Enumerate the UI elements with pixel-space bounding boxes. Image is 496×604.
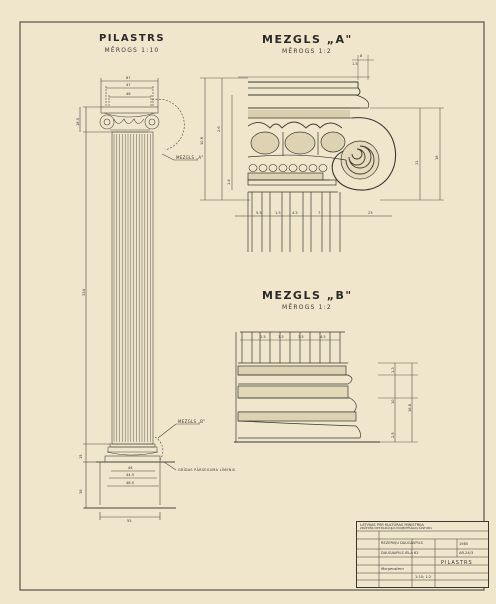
egg-3 [320,131,346,153]
pilaster-shaft [111,131,154,445]
dim-a-bottom-d: 7 [318,211,321,215]
dim-a-bottom-c: 4.5 [292,211,298,215]
dim-a-bottom-a: 5.5 [256,211,262,215]
dim-base-w1: 44 [128,466,133,470]
dim-pedestal-height: 36 [79,489,83,494]
dim-a-top-b: 1.5 [352,62,358,66]
dim-cap-mid-width: 47 [126,83,131,87]
tb-drawing: PILASTRS [441,560,473,566]
callout-a-label: MEZGLS „A" [176,155,204,160]
tb-scale: 1:10; 1:2 [415,575,432,579]
detail-a-scale: MĒROGS 1:2 [282,48,332,55]
dim-capital-height: 18.5 [76,117,80,126]
dim-a-left-total: 10.8 [200,136,204,145]
tb-author: Morgenstern [381,567,404,571]
dim-b-top-a: 2.5 [260,335,266,339]
shaft-flutes [113,134,151,442]
callout-a-arc [151,98,185,151]
pilaster-title: PILASTRS [98,33,166,44]
tb-object: REZERVJU DAUGAVPILS [381,541,423,545]
dim-a-right-low: 11 [415,160,419,165]
tb-sheet: AR-24/3 [459,551,474,555]
dim-b-right-low: 2.5 [391,432,395,438]
detail-b-flutes [241,332,341,363]
dim-a-top-a: 8 [360,54,363,58]
egg-1 [250,131,280,155]
pilaster-scale: MĒROGS 1:10 [104,47,160,54]
dim-cap-low-width: 46 [126,92,131,96]
dim-pedestal-width: 55 [127,519,132,523]
detail-b-scale: MĒROGS 1:2 [282,304,332,311]
pilaster-elevation [79,78,200,520]
floor-level-note: GRĪDAS PĀRSEGUMA LĪMENIS [178,468,236,472]
detail-b-title: MEZGLS „B" [262,289,353,302]
detail-a-drawing [200,55,444,252]
dim-b-right-top: 1.3 [391,367,395,373]
dim-a-bottom-b: 1.5 [275,211,281,215]
dim-base-w3: 48.5 [126,481,135,485]
title-block-grid [357,530,488,587]
dim-b-top-d: 4.5 [320,335,326,339]
left-volute-icon [99,114,115,130]
dim-b-right-mid: 10 [391,399,395,404]
pilaster-base [104,455,161,463]
tb-address: DAUGAVPILS IELA 62 [381,551,419,555]
capital-echinus [103,112,156,118]
tb-org: LATVIJAS PSR KULTŪRAS MINISTRIJA [360,523,424,527]
dim-b-right-total: 16.8 [408,403,412,412]
detail-a-beads [248,164,328,172]
dim-shaft-height: 334 [82,289,86,296]
dim-a-left-mid: 2.6 [217,126,221,132]
dim-a-left-low: 1.4 [227,179,231,185]
sheet-border [19,21,485,591]
detail-a-title: MEZGLS „A" [262,33,353,46]
tb-year: 1985 [459,542,469,546]
detail-a-flutes [251,192,341,252]
dim-base-height: 15 [79,454,83,459]
dim-cap-top-width: 67 [126,76,131,80]
callout-b-label: MEZGLS „B" [178,419,206,424]
dim-b-top-c: 3.5 [298,335,304,339]
detail-b-drawing [234,331,418,443]
title-block: LATVIJAS PSR KULTŪRAS MINISTRIJA ZINĀTNI… [356,521,489,588]
egg-2 [284,131,316,155]
dim-a-right-total: 18 [435,155,439,160]
capital-abacus [100,106,159,114]
dim-base-w2: 44.5 [126,473,135,477]
right-volute-icon [144,114,160,130]
tb-office: ZINĀTNISKI RESTAURĀCIJAS PROJEKTĒŠANAS K… [360,527,432,530]
dim-a-bottom-e: 23 [368,211,373,215]
callout-b-arc [154,436,164,461]
dim-b-top-b: 3.5 [278,335,284,339]
